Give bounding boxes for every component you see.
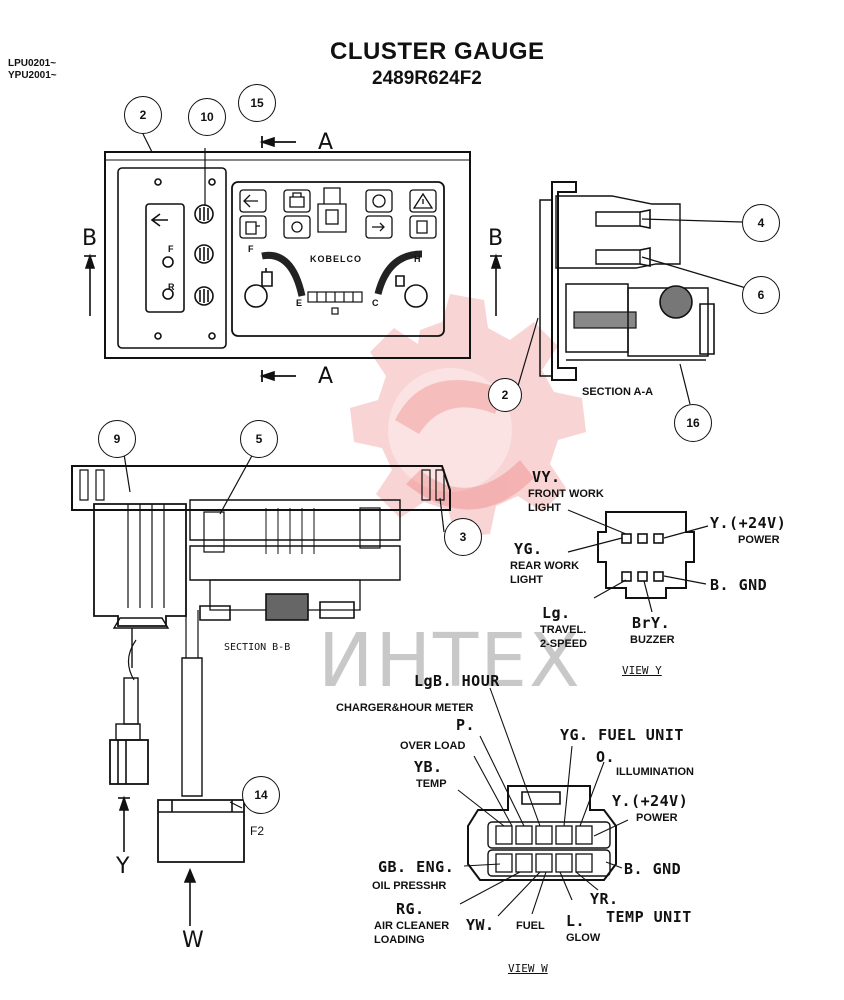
callout-10: 10 xyxy=(188,98,226,136)
pin-y-power-code-w: Y.(+24V) xyxy=(612,792,689,810)
pin-y-power-desc-w: POWER xyxy=(636,812,678,824)
section-bb-view xyxy=(71,451,451,926)
pin-rg-code: RG. xyxy=(396,900,425,918)
serial-range-2: YPU2001~ xyxy=(8,70,57,81)
view-y-title: VIEW Y xyxy=(622,664,662,677)
watermark-text: ИНТЕХ xyxy=(318,618,582,704)
connector-f2-label: F2 xyxy=(250,824,265,838)
pin-yb-code: YB. xyxy=(414,758,443,776)
pin-yg-code: YG. xyxy=(514,540,543,558)
pin-p-desc: OVER LOAD xyxy=(400,740,466,752)
brand-label: KOBELCO xyxy=(310,254,362,264)
pin-yr-desc: TEMP UNIT xyxy=(606,908,692,926)
section-marker-a-bottom: A xyxy=(318,364,334,389)
pin-yw-desc: FUEL xyxy=(516,920,545,932)
pin-p-code: P. xyxy=(456,716,476,734)
pin-rg-desc1: AIR CLEANER xyxy=(374,920,450,932)
pin-o-desc: ILLUMINATION xyxy=(616,766,695,778)
pin-lgb-desc: CHARGER&HOUR METER xyxy=(336,702,474,714)
section-marker-b-right: B xyxy=(488,226,504,251)
section-marker-b-left: B xyxy=(82,226,98,251)
temp-cold-label: C xyxy=(372,298,379,308)
temp-hot-label: H xyxy=(414,254,421,264)
pin-b-gnd-w: B. GND xyxy=(624,860,682,878)
switch-r-label: R xyxy=(168,282,175,292)
pin-b-gnd: B. GND xyxy=(710,576,768,594)
pin-lgb-hour: LgB. HOUR xyxy=(414,672,500,690)
pin-bry-desc: BUZZER xyxy=(630,634,675,646)
fuel-empty-label: E xyxy=(296,298,303,308)
section-aa-view xyxy=(517,181,747,405)
section-aa-title: SECTION A-A xyxy=(582,386,654,398)
pin-yb-desc: TEMP xyxy=(416,778,447,790)
callout-3: 3 xyxy=(444,518,482,556)
pin-gb-code: GB. ENG. xyxy=(378,858,455,876)
pin-yg-desc1: REAR WORK xyxy=(510,560,580,572)
pin-lg-desc2: 2-SPEED xyxy=(540,638,588,650)
pin-yg-desc2: LIGHT xyxy=(510,574,543,586)
view-marker-w: W xyxy=(182,928,204,953)
pin-lg-code: Lg. xyxy=(542,604,571,622)
pin-y-power-code: Y.(+24V) xyxy=(710,514,787,532)
front-panel-view xyxy=(84,133,502,382)
pin-lg-desc1: TRAVEL. xyxy=(540,624,587,636)
callout-2-side: 2 xyxy=(488,378,522,412)
pin-vy-desc2: LIGHT xyxy=(528,502,561,514)
pin-yr-code: YR. xyxy=(590,890,619,908)
pin-o-code: O. xyxy=(596,748,616,766)
switch-f-label: F xyxy=(168,244,174,254)
section-marker-a-top: A xyxy=(318,130,334,155)
callout-2-top: 2 xyxy=(124,96,162,134)
callout-9: 9 xyxy=(98,420,136,458)
pin-yw-code: YW. xyxy=(466,916,495,934)
page-title: CLUSTER GAUGE xyxy=(330,38,545,65)
callout-4: 4 xyxy=(742,204,780,242)
pin-l-desc: GLOW xyxy=(566,932,601,944)
callout-5: 5 xyxy=(240,420,278,458)
callout-16: 16 xyxy=(674,404,712,442)
fuel-full-label: F xyxy=(248,244,254,254)
pin-l-code: L. xyxy=(566,912,586,930)
pin-vy-desc1: FRONT WORK xyxy=(528,488,604,500)
section-bb-title: SECTION B-B xyxy=(224,642,291,653)
pin-bry-code: BrY. xyxy=(632,614,671,632)
fuel-gauge xyxy=(244,251,306,308)
pin-yg-fuel-unit: YG. FUEL UNIT xyxy=(560,726,684,744)
serial-range-1: LPU0201~ xyxy=(8,58,57,69)
warning-lamp-row xyxy=(239,187,437,239)
pin-y-power-desc: POWER xyxy=(738,534,780,546)
view-w-connector xyxy=(457,687,629,917)
callout-15: 15 xyxy=(238,84,276,122)
temp-gauge xyxy=(374,250,428,308)
view-marker-y: Y xyxy=(116,854,130,879)
part-number: 2489R624F2 xyxy=(372,68,482,89)
pin-vy-code: VY. xyxy=(532,468,561,486)
view-y-connector xyxy=(567,509,709,613)
pin-gb-desc: OIL PRESSHR xyxy=(372,880,447,892)
callout-14: 14 xyxy=(242,776,280,814)
callout-6: 6 xyxy=(742,276,780,314)
hour-meter xyxy=(307,291,363,315)
pin-rg-desc2: LOADING xyxy=(374,934,425,946)
switch-column xyxy=(194,204,214,306)
view-w-title: VIEW W xyxy=(508,962,548,975)
